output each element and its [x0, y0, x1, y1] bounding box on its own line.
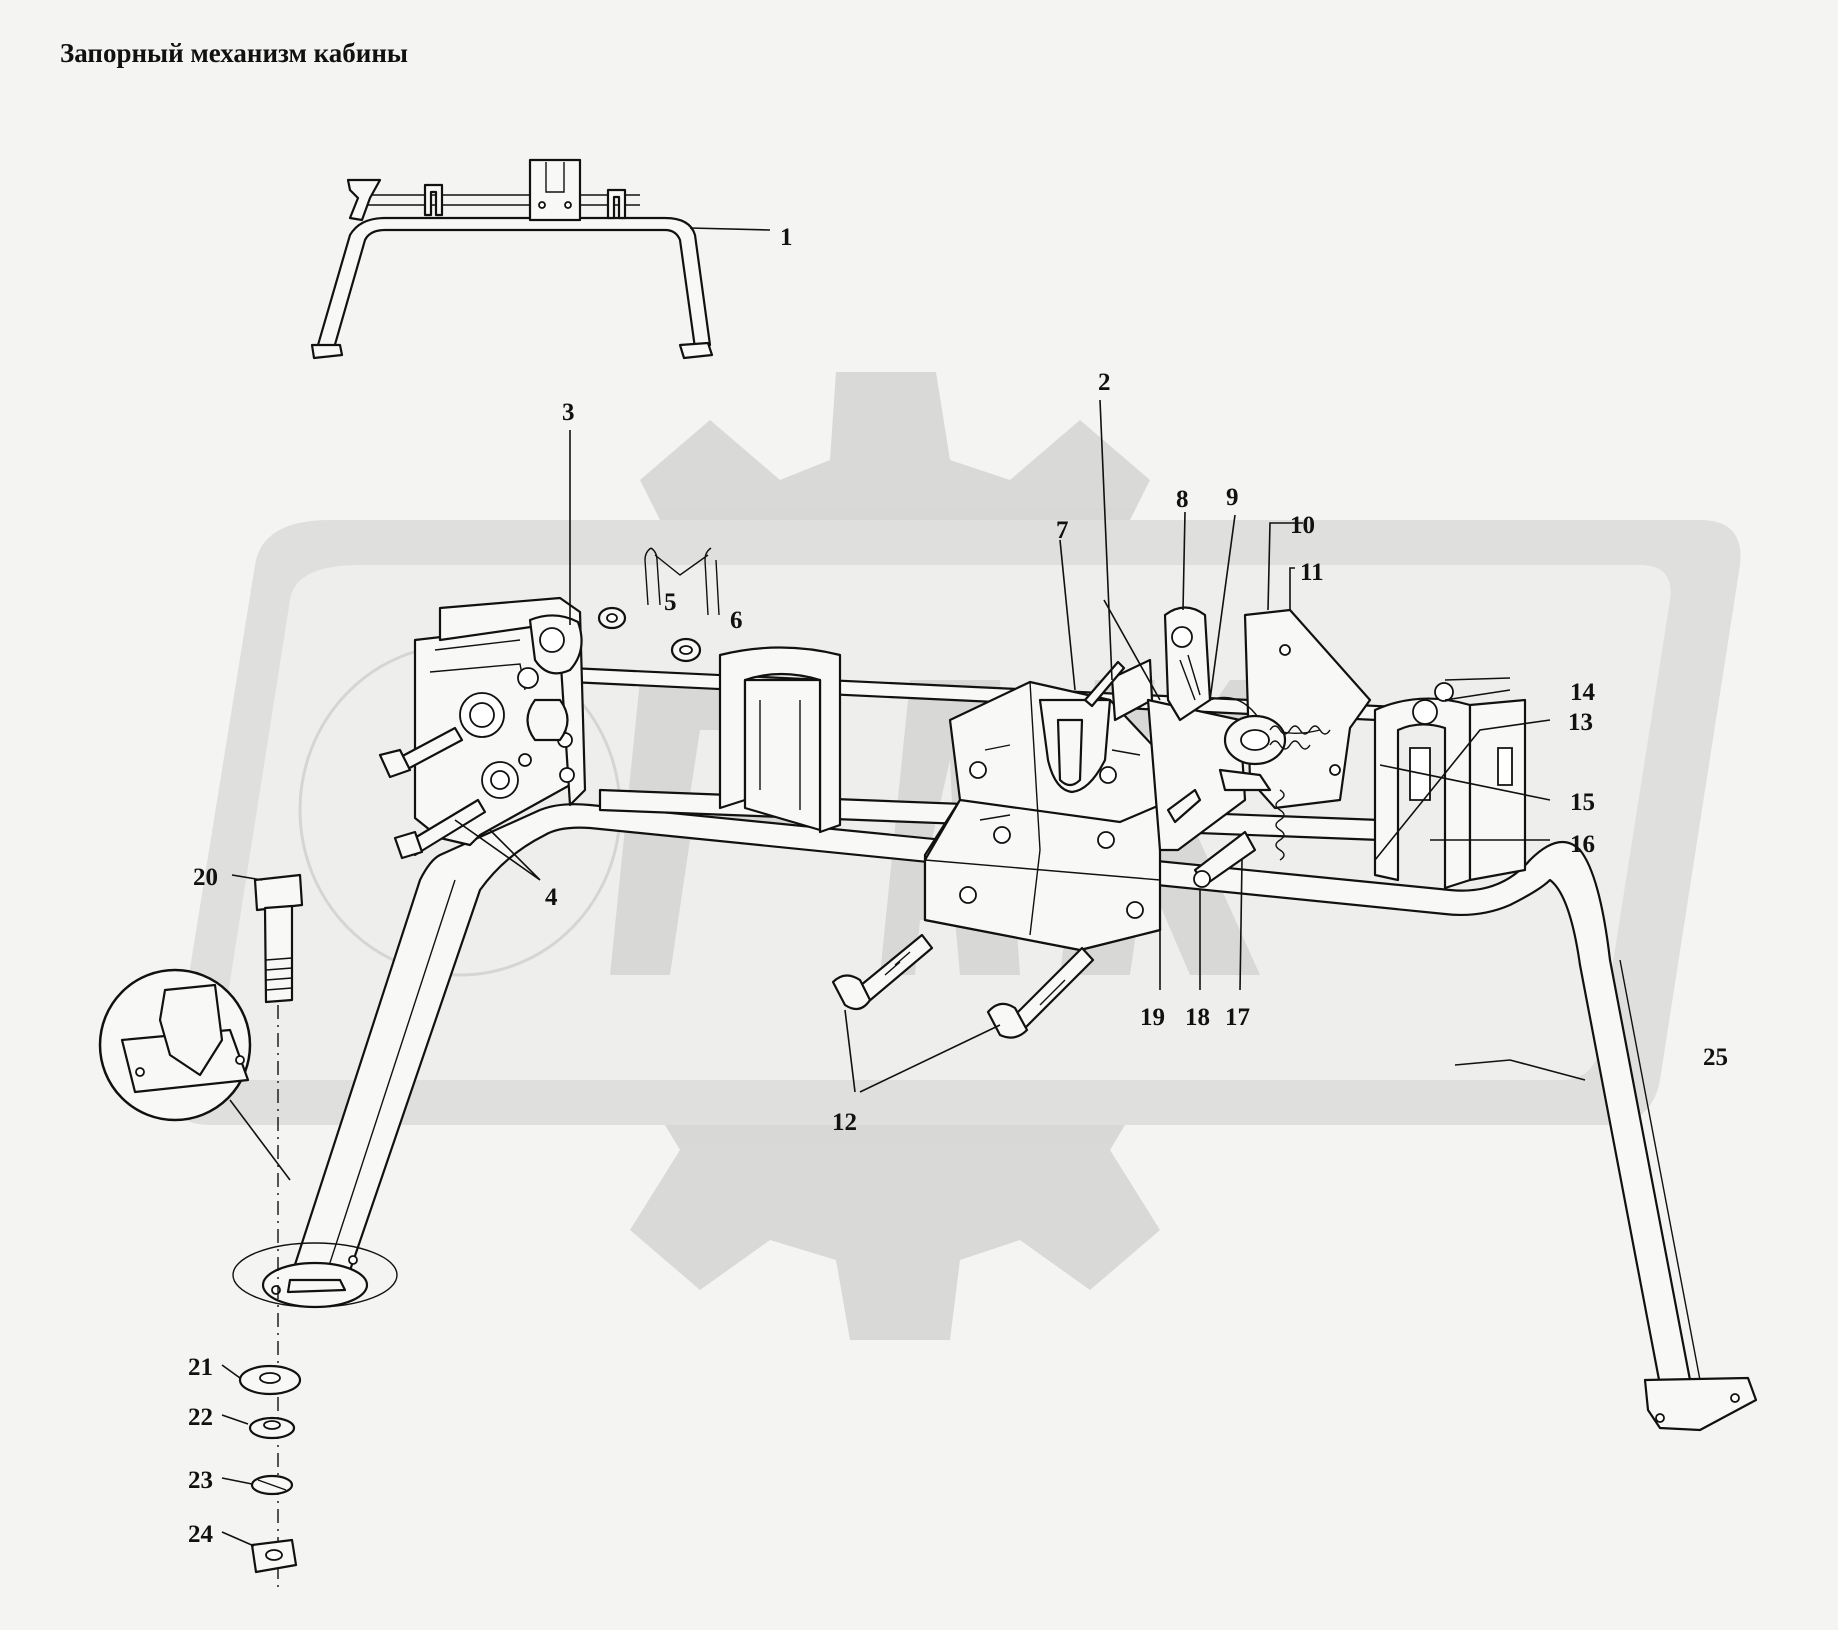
latch-housing: [923, 606, 1372, 952]
callout-25: 25: [1703, 1044, 1728, 1071]
callout-5: 5: [664, 589, 677, 616]
callout-6: 6: [730, 607, 743, 634]
callout-15: 15: [1570, 789, 1595, 816]
callout-labels: 1 2 3 4 5 6 7 8 9 10 11 12 13 14 15 16 1…: [188, 224, 1728, 1548]
callout-22: 22: [188, 1404, 213, 1431]
callout-4: 4: [545, 884, 558, 911]
callout-18: 18: [1185, 1004, 1210, 1031]
callout-19: 19: [1140, 1004, 1165, 1031]
callout-20: 20: [193, 864, 218, 891]
callout-16: 16: [1570, 831, 1595, 858]
overview-frame-assembly: [310, 158, 714, 360]
callout-8: 8: [1176, 486, 1189, 513]
callout-2: 2: [1098, 369, 1111, 396]
leader-lines: [221, 227, 1586, 1547]
bracket-bolts: [378, 726, 487, 860]
callout-10: 10: [1290, 512, 1315, 539]
vertical-bolt-and-hardware: [238, 873, 304, 1590]
mounting-bolts: [831, 933, 1095, 1039]
callout-1: 1: [780, 224, 793, 251]
callout-9: 9: [1226, 484, 1239, 511]
diagram-title: Запорный механизм кабины: [60, 38, 408, 68]
split-pins-and-washers: [597, 547, 720, 663]
callout-7: 7: [1056, 517, 1069, 544]
callout-24: 24: [188, 1521, 214, 1548]
main-frame-tube: [232, 803, 1758, 1432]
callout-3: 3: [562, 399, 575, 426]
detail-inset: [98, 968, 291, 1181]
callout-21: 21: [188, 1354, 213, 1381]
callout-23: 23: [188, 1467, 213, 1494]
callout-14: 14: [1570, 679, 1596, 706]
callout-13: 13: [1568, 709, 1593, 736]
callout-11: 11: [1300, 559, 1324, 586]
callout-12: 12: [832, 1109, 857, 1136]
callout-17: 17: [1225, 1004, 1250, 1031]
